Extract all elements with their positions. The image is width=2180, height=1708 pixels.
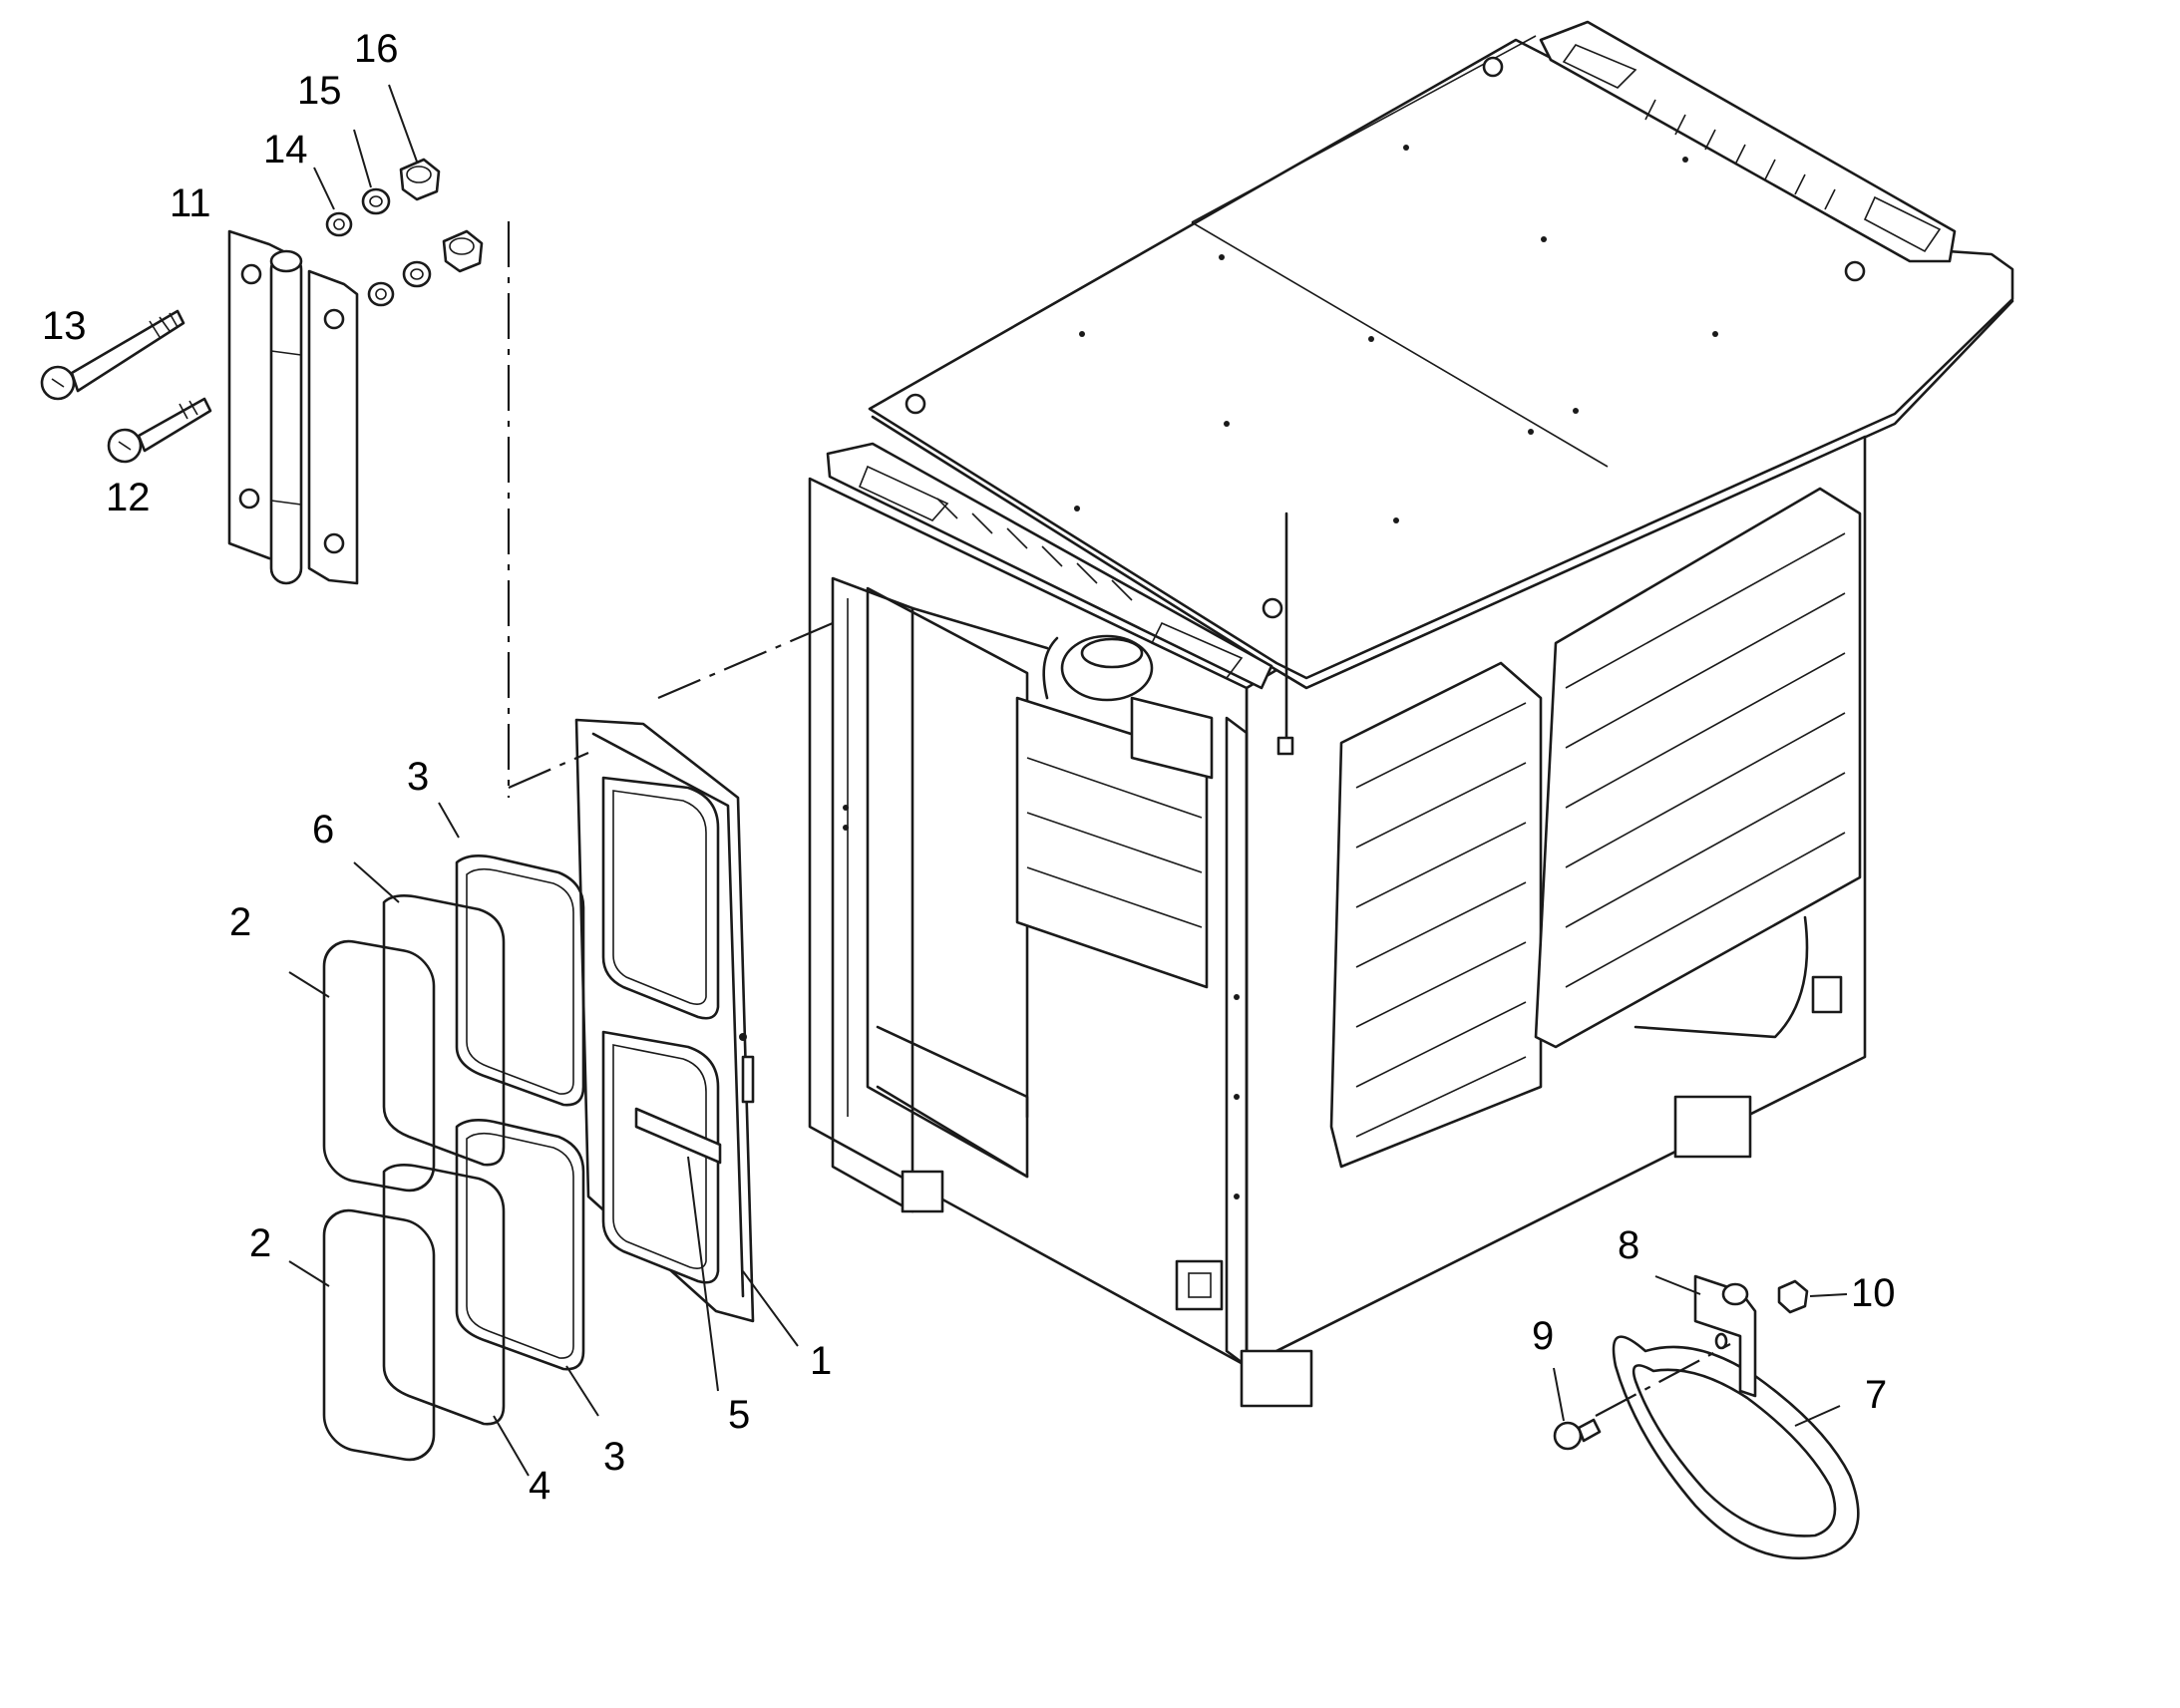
seal-outer-6: [382, 894, 506, 1426]
roof-screws: [905, 56, 1866, 619]
callout-15: 15: [297, 69, 342, 113]
callout-13: 13: [42, 304, 87, 348]
callout-9: 9: [1532, 1314, 1554, 1358]
label-plate: [634, 1107, 722, 1165]
seal-inner-3: [455, 854, 585, 1371]
side-louvre-left: [1329, 661, 1543, 1169]
foot: [1240, 1349, 1313, 1408]
glass-panel-upper: [322, 939, 436, 1193]
callout-11: 11: [170, 181, 211, 225]
callout-8: 8: [1618, 1223, 1639, 1267]
cab-assembly: [808, 20, 2014, 1408]
roof-panel: [868, 38, 2014, 680]
leader-lines: [288, 84, 1848, 1477]
callout-5: 5: [728, 1393, 750, 1437]
hardware-14-15-16: [325, 158, 484, 307]
foot: [1673, 1095, 1752, 1159]
callout-16: 16: [354, 27, 399, 71]
callout-2-lower: 2: [249, 1221, 271, 1265]
access-cover: [1811, 975, 1843, 1014]
hinge-assembly: [227, 229, 359, 585]
foot: [901, 1170, 944, 1213]
inner-louvre-block: [1015, 696, 1209, 989]
glass-panel-lower: [322, 1208, 436, 1462]
centerline: [657, 621, 834, 700]
callout-3-upper: 3: [407, 755, 429, 799]
callout-3-lower: 3: [603, 1435, 625, 1479]
screw-13: [40, 309, 185, 401]
callout-4: 4: [529, 1464, 550, 1508]
callout-6: 6: [312, 808, 334, 852]
front-top-strip: [826, 442, 1273, 690]
callout-14: 14: [263, 128, 308, 171]
callout-1: 1: [810, 1339, 832, 1383]
callout-12: 12: [106, 476, 151, 519]
side-louvre-right: [1534, 487, 1862, 1049]
callout-2-upper: 2: [229, 900, 251, 944]
callout-10: 10: [1851, 1271, 1896, 1315]
rear-hinge-strip: [1539, 20, 1957, 263]
fan-motor: [1042, 634, 1214, 780]
centerline: [508, 751, 589, 790]
handle-assembly: [1553, 1274, 1860, 1560]
callout-7: 7: [1865, 1373, 1887, 1417]
door-panel: [574, 718, 755, 1323]
screw-12: [107, 397, 212, 464]
